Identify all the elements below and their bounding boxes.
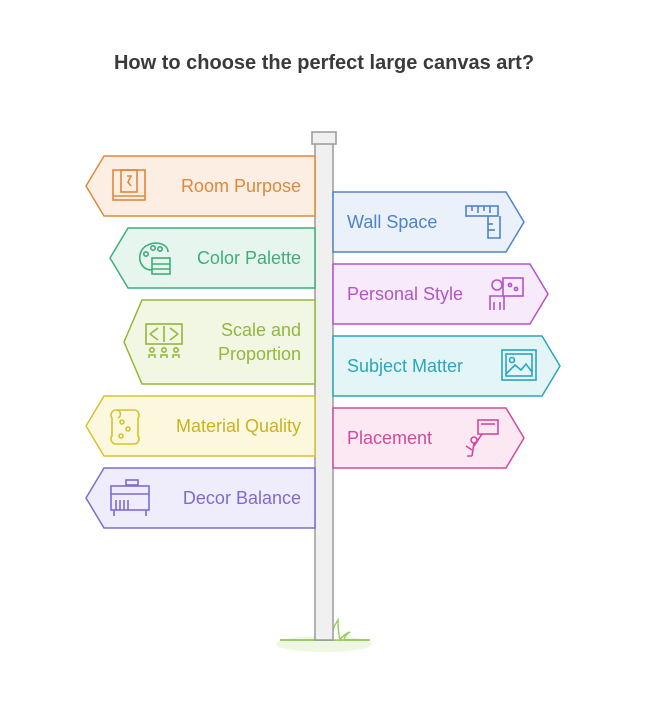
sideboard-icon [110,479,150,516]
sign-wall-space: Wall Space [332,191,525,253]
sign-label: Room Purpose [181,176,301,196]
canvas-roll-icon [110,409,140,445]
sign-personal-style: Personal Style [332,263,549,325]
scale-people-icon [145,323,183,358]
signpost-pole [314,141,334,641]
sign-room-purpose: Room Purpose [85,155,316,217]
sign-scale-and-proportion: Scale and Proportion [123,299,316,385]
diagram-title: How to choose the perfect large canvas a… [113,52,535,74]
sign-color-palette: Color Palette [109,227,316,289]
artist-easel-icon [489,277,524,310]
sign-label: Material Quality [176,416,301,436]
room-door-icon [112,169,146,201]
sign-label: Personal Style [347,284,463,304]
sign-label-line2: Proportion [218,344,301,364]
signpost-cap [311,131,337,145]
sign-label: Placement [347,428,432,448]
sign-decor-balance: Decor Balance [85,467,316,529]
sign-label: Decor Balance [183,488,301,508]
sign-placement: Placement [332,407,525,469]
palette-swatch-icon [139,242,171,275]
sign-material-quality: Material Quality [85,395,316,457]
sign-label: Scale and [221,320,301,340]
sign-label: Subject Matter [347,356,463,376]
sign-label: Color Palette [197,248,301,268]
measuring-tape-icon [465,205,501,239]
hanging-picture-icon [465,419,499,457]
sign-subject-matter: Subject Matter [332,335,561,397]
landscape-picture-icon [501,349,537,381]
sign-label: Wall Space [347,212,437,232]
